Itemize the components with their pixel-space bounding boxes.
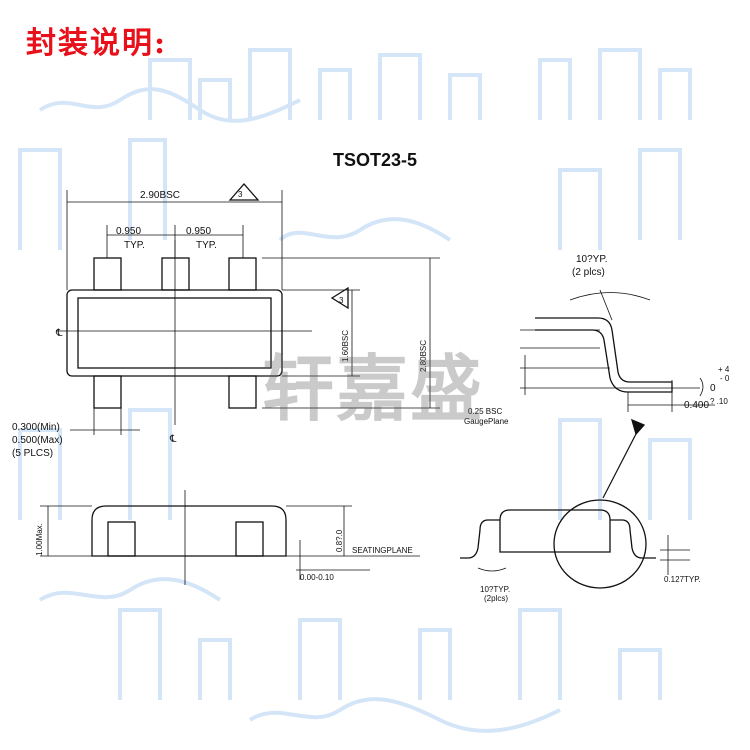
gauge-dim: 0.25 BSC [468, 407, 502, 416]
lead-thickness-dim: 0.127TYP. [664, 575, 701, 584]
top-view [56, 183, 440, 435]
dim-body-width: 1.60BSC [341, 330, 350, 362]
tol-plus: + 4 [718, 365, 730, 374]
package-body-outline [66, 289, 283, 377]
note-marker-2: 3 [339, 296, 344, 305]
side-view [40, 490, 420, 585]
end-angle-dim: 10?TYP. [480, 585, 510, 594]
angle-zero: 0 [710, 383, 716, 394]
lead-width-max: 0.500(Max) [12, 435, 63, 446]
standoff-range: 0.00-0.10 [300, 573, 334, 582]
dim-pitch-left-typ: TYP. [124, 240, 145, 251]
dim-overall-width: 2.90BSC [140, 190, 180, 201]
centerline-bottom-symbol: ℄ [169, 434, 177, 445]
lead-angle-plcs: (2 plcs) [572, 267, 605, 278]
lead-top-1 [93, 257, 122, 291]
end-angle-plcs: (2plcs) [484, 594, 508, 603]
dim-height-max: 1.00Max. [35, 523, 44, 556]
lead-profile-detail [520, 289, 715, 412]
dim-pitch-right-typ: TYP. [196, 240, 217, 251]
dim-pitch-left: 0.950 [116, 226, 141, 237]
lead-bottom-2 [228, 375, 257, 409]
lead-top-2 [161, 257, 190, 291]
seating-plane-label: SEATINGPLANE [352, 546, 413, 555]
lead-bottom-1 [93, 375, 122, 409]
lead-width-min: 0.300(Min) [12, 422, 60, 433]
foot-length-dim: 0.400 [684, 400, 709, 411]
package-body-inner [77, 297, 272, 369]
lead-top-3 [228, 257, 257, 291]
dim-standoff: 0.8?.0 [335, 529, 344, 552]
tol-minus: - 0 [720, 374, 730, 383]
lead-count-note: (5 PLCS) [12, 448, 53, 459]
dim-pitch-right: 0.950 [186, 226, 211, 237]
end-view [460, 418, 690, 589]
page-title: 封装说明: [26, 26, 168, 61]
package-title: TSOT23-5 [332, 150, 418, 170]
note-marker-1: 3 [238, 190, 243, 199]
dim-overall-height: 2.80BSC [419, 340, 428, 372]
watermark-text: 轩嘉盛 [262, 347, 485, 431]
tol-extra: ? .10 [710, 397, 728, 406]
gauge-plane-label: GaugePlane [464, 417, 509, 426]
centerline-left-symbol: ℄ [55, 328, 63, 339]
lead-angle-dim: 10?YP. [576, 254, 608, 265]
